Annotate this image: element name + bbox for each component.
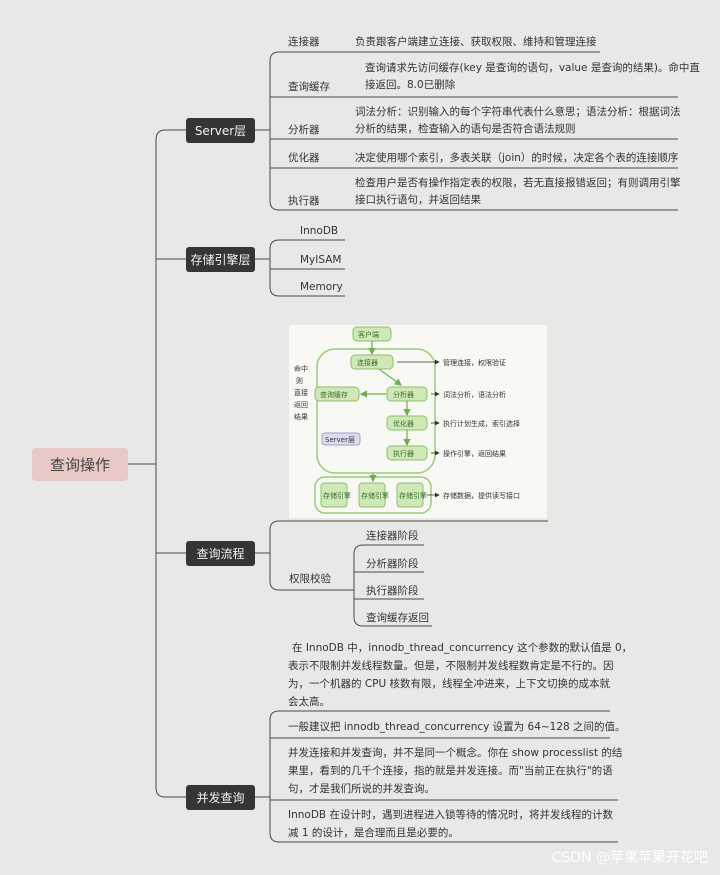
server-desc-analyzer-2: 分析的结果，检查输入的语句是否符合语法规则 bbox=[355, 121, 576, 138]
server-desc-query-cache-2: 接返回。8.0已删除 bbox=[365, 77, 455, 94]
diagram-note-connector: 管理连接，权限验证 bbox=[443, 358, 506, 367]
diagram-side-5: 结果 bbox=[294, 412, 308, 421]
server-desc-executor-1: 检查用户是否有操作指定表的权限，若无直接报错返回；有则调用引擎 bbox=[355, 175, 681, 192]
root-node[interactable]: 查询操作 bbox=[32, 448, 128, 481]
server-desc-optimizer: 决定使用哪个索引，多表关联（join）的时候，决定各个表的连接顺序 bbox=[355, 150, 678, 166]
diagram-storage-1: 存储引擎 bbox=[323, 491, 351, 500]
server-item-optimizer: 优化器 bbox=[288, 150, 320, 166]
server-item-connector: 连接器 bbox=[288, 34, 320, 50]
concurrency-para-1-line-3: 为，一个机器的 CPU 核数有限，线程全冲进来，上下文切换的成本就 bbox=[288, 675, 610, 693]
server-item-analyzer: 分析器 bbox=[288, 122, 320, 138]
diagram-side-3: 直接 bbox=[294, 388, 308, 397]
diagram-analyzer: 分析器 bbox=[393, 390, 414, 399]
diagram-storage-2: 存储引擎 bbox=[361, 491, 389, 500]
concurrency-para-1-line-4: 会太高。 bbox=[288, 693, 330, 711]
engine-item-myisam: MyISAM bbox=[300, 252, 341, 268]
server-desc-analyzer-1: 词法分析：识别输入的每个字符串代表什么意思；语法分析：根据词法 bbox=[355, 104, 681, 121]
diagram-side-1: 命中 bbox=[294, 364, 308, 373]
concurrency-para-1-line-2: 表示不限制并发线程数量。但是，不限制并发线程数肯定是不行的。因 bbox=[288, 657, 614, 675]
diagram-optimizer: 优化器 bbox=[393, 419, 414, 428]
server-desc-connector: 负责跟客户端建立连接、获取权限、维持和管理连接 bbox=[355, 34, 597, 50]
diagram-side-4: 返回 bbox=[294, 401, 308, 409]
concurrency-para-4-line-1: InnoDB 在设计时，遇到进程进入锁等待的情况时，将并发线程的计数 bbox=[288, 806, 613, 824]
diagram-storage-3: 存储引擎 bbox=[399, 491, 427, 500]
topic-storage-engine[interactable]: 存储引擎层 bbox=[186, 247, 255, 272]
server-desc-executor-2: 接口执行语句，并返回结果 bbox=[355, 192, 481, 209]
flow-stage-query-cache: 查询缓存返回 bbox=[366, 610, 429, 626]
diagram-client: 客户端 bbox=[358, 330, 379, 339]
flow-stage-connector: 连接器阶段 bbox=[366, 528, 419, 544]
concurrency-para-4-line-2: 减 1 的设计，是合理而且是必要的。 bbox=[288, 824, 459, 842]
engine-item-innodb: InnoDB bbox=[300, 223, 338, 239]
flow-permission-check: 权限校验 bbox=[289, 571, 331, 587]
diagram-connector: 连接器 bbox=[357, 358, 378, 367]
flow-diagram-image: 客户端 连接器 查询缓存 分析器 优化器 执行器 Server层 存储引擎 存储… bbox=[289, 325, 547, 518]
engine-item-memory: Memory bbox=[300, 279, 343, 295]
server-item-executor: 执行器 bbox=[288, 193, 320, 209]
concurrency-para-3-line-2: 果里，看到的几千个连接，指的就是并发连接。而"当前正在执行"的语 bbox=[288, 762, 613, 780]
server-desc-query-cache-1: 查询请求先访问缓存(key 是查询的语句，value 是查询的结果)。命中直 bbox=[365, 60, 700, 77]
concurrency-para-1-line-1: 在 InnoDB 中，innodb_thread_concurrency 这个参… bbox=[292, 639, 632, 657]
topic-server[interactable]: Server层 bbox=[186, 118, 255, 143]
diagram-query-cache: 查询缓存 bbox=[320, 390, 348, 399]
diagram-executor: 执行器 bbox=[393, 449, 414, 458]
topic-concurrency[interactable]: 并发查询 bbox=[186, 785, 255, 810]
concurrency-para-3-line-3: 句，才是我们所说的并发查询。 bbox=[288, 780, 435, 798]
diagram-note-storage: 存储数据，提供读写接口 bbox=[443, 491, 520, 500]
diagram-note-optimizer: 执行计划生成，索引选择 bbox=[443, 419, 520, 428]
flow-stage-analyzer: 分析器阶段 bbox=[366, 556, 419, 572]
diagram-note-analyzer: 词法分析，语法分析 bbox=[443, 390, 506, 399]
server-item-query-cache: 查询缓存 bbox=[288, 79, 330, 95]
flow-stage-executor: 执行器阶段 bbox=[366, 583, 419, 599]
diagram-server-tag: Server层 bbox=[325, 436, 355, 444]
watermark: CSDN @苹果苹果开花吧 bbox=[552, 847, 708, 867]
concurrency-para-2: 一般建议把 innodb_thread_concurrency 设置为 64~1… bbox=[288, 718, 626, 736]
concurrency-para-3-line-1: 并发连接和并发查询，并不是同一个概念。你在 show processlist 的… bbox=[288, 744, 622, 762]
diagram-note-executor: 操作引擎，返回结果 bbox=[443, 449, 506, 458]
topic-query-flow[interactable]: 查询流程 bbox=[186, 541, 255, 566]
diagram-side-2: 则 bbox=[296, 377, 303, 385]
